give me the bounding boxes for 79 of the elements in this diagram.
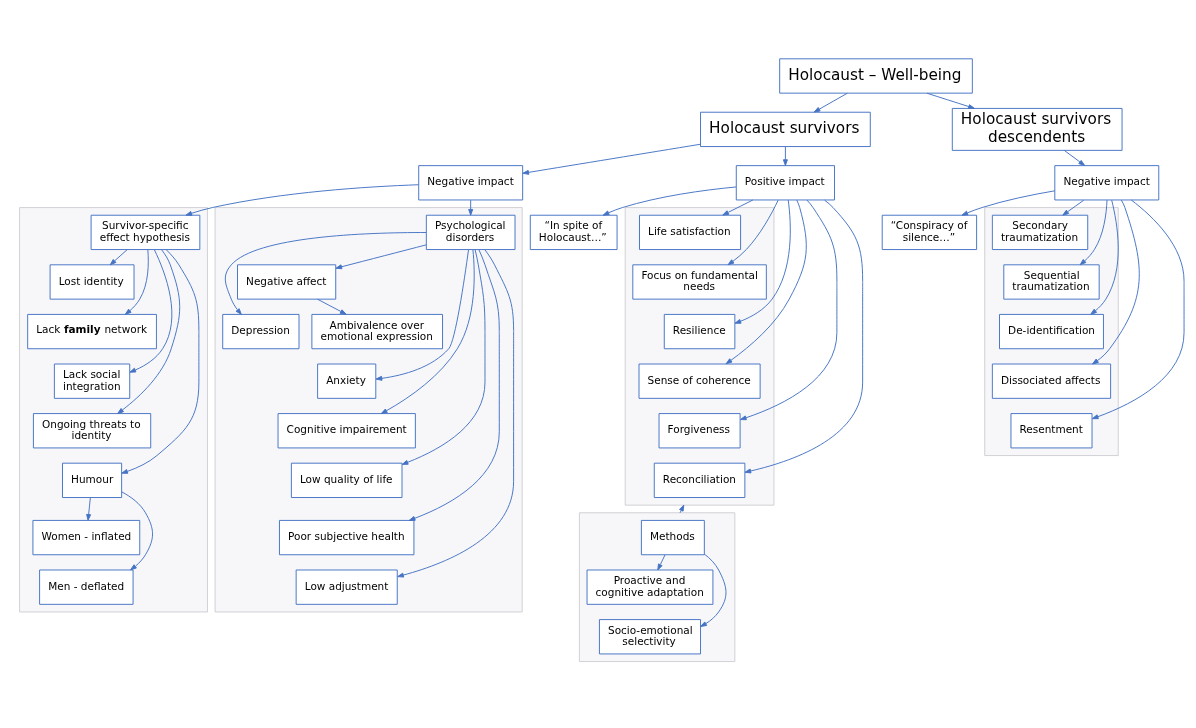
node-box: Psychological disorders bbox=[425, 214, 516, 251]
node-box: Holocaust survivors descendents bbox=[951, 107, 1123, 151]
arrow bbox=[1090, 199, 1119, 315]
node-box: Reconciliation bbox=[653, 462, 746, 498]
arrow bbox=[813, 92, 848, 113]
arrow bbox=[224, 232, 427, 315]
arrow bbox=[1062, 199, 1085, 216]
cluster bbox=[578, 512, 736, 663]
arrow bbox=[679, 504, 685, 514]
arrow bbox=[124, 249, 149, 315]
arrow bbox=[1079, 199, 1108, 266]
arrow bbox=[522, 143, 701, 175]
arrow bbox=[782, 146, 788, 166]
arrow bbox=[109, 249, 128, 266]
node-box: Anxiety bbox=[317, 363, 377, 399]
node-box: De-identification bbox=[999, 313, 1104, 350]
arrow bbox=[121, 491, 153, 571]
arrow bbox=[602, 186, 737, 216]
arrow bbox=[117, 249, 181, 414]
arrow bbox=[725, 199, 807, 365]
arrow bbox=[380, 249, 475, 415]
node-box: Lack social integration bbox=[53, 363, 131, 399]
node-box: Lost identity bbox=[49, 264, 135, 300]
arrow bbox=[961, 190, 1056, 216]
node-box: Depression bbox=[222, 313, 300, 350]
arrow bbox=[1063, 149, 1086, 166]
arrow bbox=[397, 249, 515, 578]
node-box: Poor subjective health bbox=[279, 519, 415, 556]
arrow bbox=[185, 184, 420, 216]
node-box: Negative affect bbox=[237, 264, 337, 300]
node-box: Cognitive impairement bbox=[277, 413, 416, 449]
node-box: Dissociated affects bbox=[991, 363, 1112, 399]
arrow bbox=[401, 249, 486, 465]
arrow bbox=[1091, 199, 1185, 420]
arrow bbox=[700, 553, 727, 627]
node-box: “In spite of Holocaust…” bbox=[529, 214, 618, 251]
node-box: Life satisfaction bbox=[639, 214, 742, 251]
arrow bbox=[722, 199, 754, 216]
node-box: Negative impact bbox=[418, 165, 524, 201]
node-box: Survivor-specific effect hypothesis bbox=[90, 214, 201, 251]
node-box: Sense of coherence bbox=[638, 363, 761, 399]
node-box: Negative impact bbox=[1054, 165, 1160, 201]
cluster bbox=[19, 207, 208, 613]
arrow bbox=[129, 249, 173, 373]
node-box: Secondary traumatization bbox=[991, 214, 1089, 251]
node-box: Resilience bbox=[663, 313, 736, 350]
node-box: Resentment bbox=[1010, 413, 1093, 449]
arrow bbox=[657, 554, 666, 571]
node-box: Sequential traumatization bbox=[1003, 264, 1100, 300]
node-box: Holocaust survivors bbox=[700, 111, 871, 148]
node-box: Women - inflated bbox=[32, 519, 141, 556]
node-box: Proactive and cognitive adaptation bbox=[586, 569, 714, 605]
node-box: Methods bbox=[640, 519, 705, 556]
arrow bbox=[335, 244, 427, 270]
arrow bbox=[727, 199, 779, 266]
arrow bbox=[926, 92, 975, 109]
node-box: Men - deflated bbox=[39, 569, 134, 605]
node-box: Ongoing threats to identity bbox=[32, 413, 152, 449]
arrow bbox=[468, 199, 474, 216]
node-box: Positive impact bbox=[735, 165, 835, 201]
arrow bbox=[1092, 199, 1140, 365]
arrow bbox=[739, 199, 838, 421]
node-box: Lack family network bbox=[27, 313, 157, 350]
arrow bbox=[121, 249, 200, 474]
node-box: “Conspiracy of silence…” bbox=[881, 214, 978, 251]
arrow bbox=[744, 199, 864, 474]
arrow bbox=[408, 249, 500, 521]
arrow bbox=[317, 298, 347, 315]
node-box: Ambivalence over emotional expression bbox=[311, 313, 444, 350]
node-box: Holocaust – Well-being bbox=[779, 58, 973, 94]
arrow bbox=[375, 249, 469, 381]
node-box: Focus on fundamental needs bbox=[632, 264, 767, 300]
arrow bbox=[734, 199, 791, 324]
node-box: Forgiveness bbox=[658, 413, 741, 449]
node-box: Humour bbox=[62, 462, 123, 498]
node-box: Low adjustment bbox=[295, 569, 398, 605]
arrow bbox=[86, 497, 92, 521]
node-box: Socio-emotional selectivity bbox=[598, 619, 701, 655]
node-box: Low quality of life bbox=[290, 462, 403, 498]
